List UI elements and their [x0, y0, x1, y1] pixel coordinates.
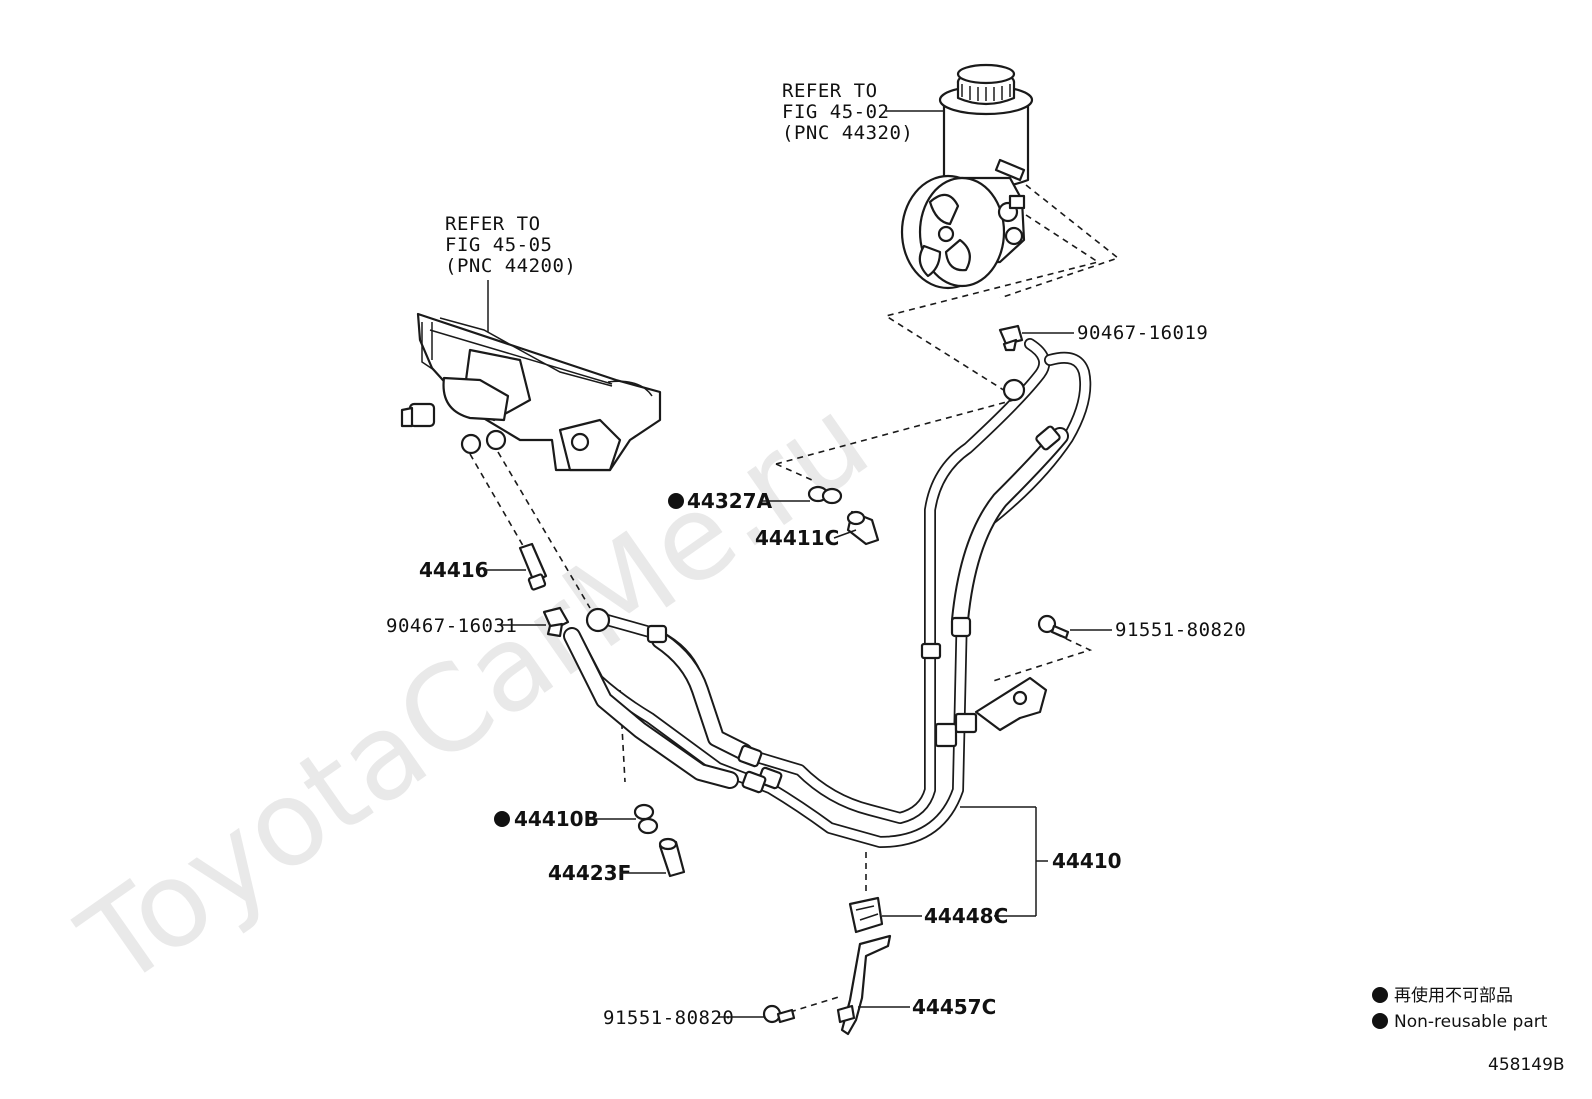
part-number-44423F: 44423F [548, 861, 631, 885]
clip-90467-16019 [998, 324, 1024, 352]
part-number-91551-80820-top: 91551-80820 [1115, 619, 1246, 641]
label-44411C[interactable]: 44411C [755, 526, 857, 550]
gasket-44327A [807, 485, 843, 505]
label-44410B[interactable]: 44410B [494, 807, 636, 831]
label-44416[interactable]: 44416 [419, 558, 526, 582]
part-number-44410: 44410 [1052, 849, 1122, 873]
non-reusable-marker [1372, 987, 1388, 1003]
part-number-91551-80820-bottom: 91551-80820 [603, 1007, 734, 1029]
part-number-44411C: 44411C [755, 526, 839, 550]
pump-reference: REFER TO FIG 45-02 (PNC 44320) [782, 80, 944, 144]
pressure-feed-tube-assembly [563, 338, 1092, 848]
gear-ref-line2: FIG 45-05 [445, 234, 552, 256]
label-44448C[interactable]: 44448C [882, 904, 1008, 928]
non-reusable-marker [494, 811, 510, 827]
steering-gear-assembly [400, 312, 662, 472]
label-90467-16031[interactable]: 90467-16031 [386, 615, 546, 637]
gear-ref-line1: REFER TO [445, 213, 541, 235]
vane-pump-assembly [900, 63, 1034, 290]
part-number-90467-16031: 90467-16031 [386, 615, 517, 637]
label-91551-80820-bottom[interactable]: 91551-80820 [603, 1007, 764, 1029]
pump-ref-line1: REFER TO [782, 80, 878, 102]
pump-ref-line3: (PNC 44320) [782, 122, 913, 144]
label-91551-80820-top[interactable]: 91551-80820 [1070, 619, 1246, 641]
part-number-44448C: 44448C [924, 904, 1008, 928]
label-44423F[interactable]: 44423F [548, 861, 666, 885]
part-number-44410B: 44410B [514, 807, 599, 831]
label-44410[interactable]: 44410 [960, 806, 1122, 917]
legend-en: Non-reusable part [1394, 1012, 1548, 1032]
bracket-44457C [836, 934, 892, 1036]
label-44457C[interactable]: 44457C [858, 995, 996, 1019]
part-number-44327A: 44327A [687, 489, 773, 513]
figure-id: 458149B [1488, 1055, 1565, 1075]
clamp-44448C [848, 896, 884, 934]
gear-ref-line3: (PNC 44200) [445, 255, 576, 277]
union-bolt-44411C [846, 510, 880, 546]
legend: 再使用不可部品 Non-reusable part [1372, 985, 1548, 1032]
non-reusable-marker [1372, 1013, 1388, 1029]
label-90467-16019[interactable]: 90467-16019 [1022, 322, 1208, 344]
union-bolt-44423F [658, 837, 686, 878]
pump-ref-line2: FIG 45-02 [782, 101, 889, 123]
part-number-44416: 44416 [419, 558, 489, 582]
part-number-90467-16019: 90467-16019 [1077, 322, 1208, 344]
label-44327A[interactable]: 44327A [668, 489, 810, 513]
bolt-91551-80820-top [1037, 614, 1070, 640]
part-number-44457C: 44457C [912, 995, 996, 1019]
gear-reference: REFER TO FIG 45-05 (PNC 44200) [445, 213, 576, 332]
clip-90467-16031 [542, 606, 570, 638]
non-reusable-marker [668, 493, 684, 509]
legend-jp: 再使用不可部品 [1394, 985, 1513, 1006]
watermark: ToyotaCarMe.ru [56, 370, 892, 1013]
union-44416 [518, 542, 548, 591]
gasket-44410B [633, 803, 659, 835]
bolt-91551-80820-bottom [762, 1004, 796, 1024]
